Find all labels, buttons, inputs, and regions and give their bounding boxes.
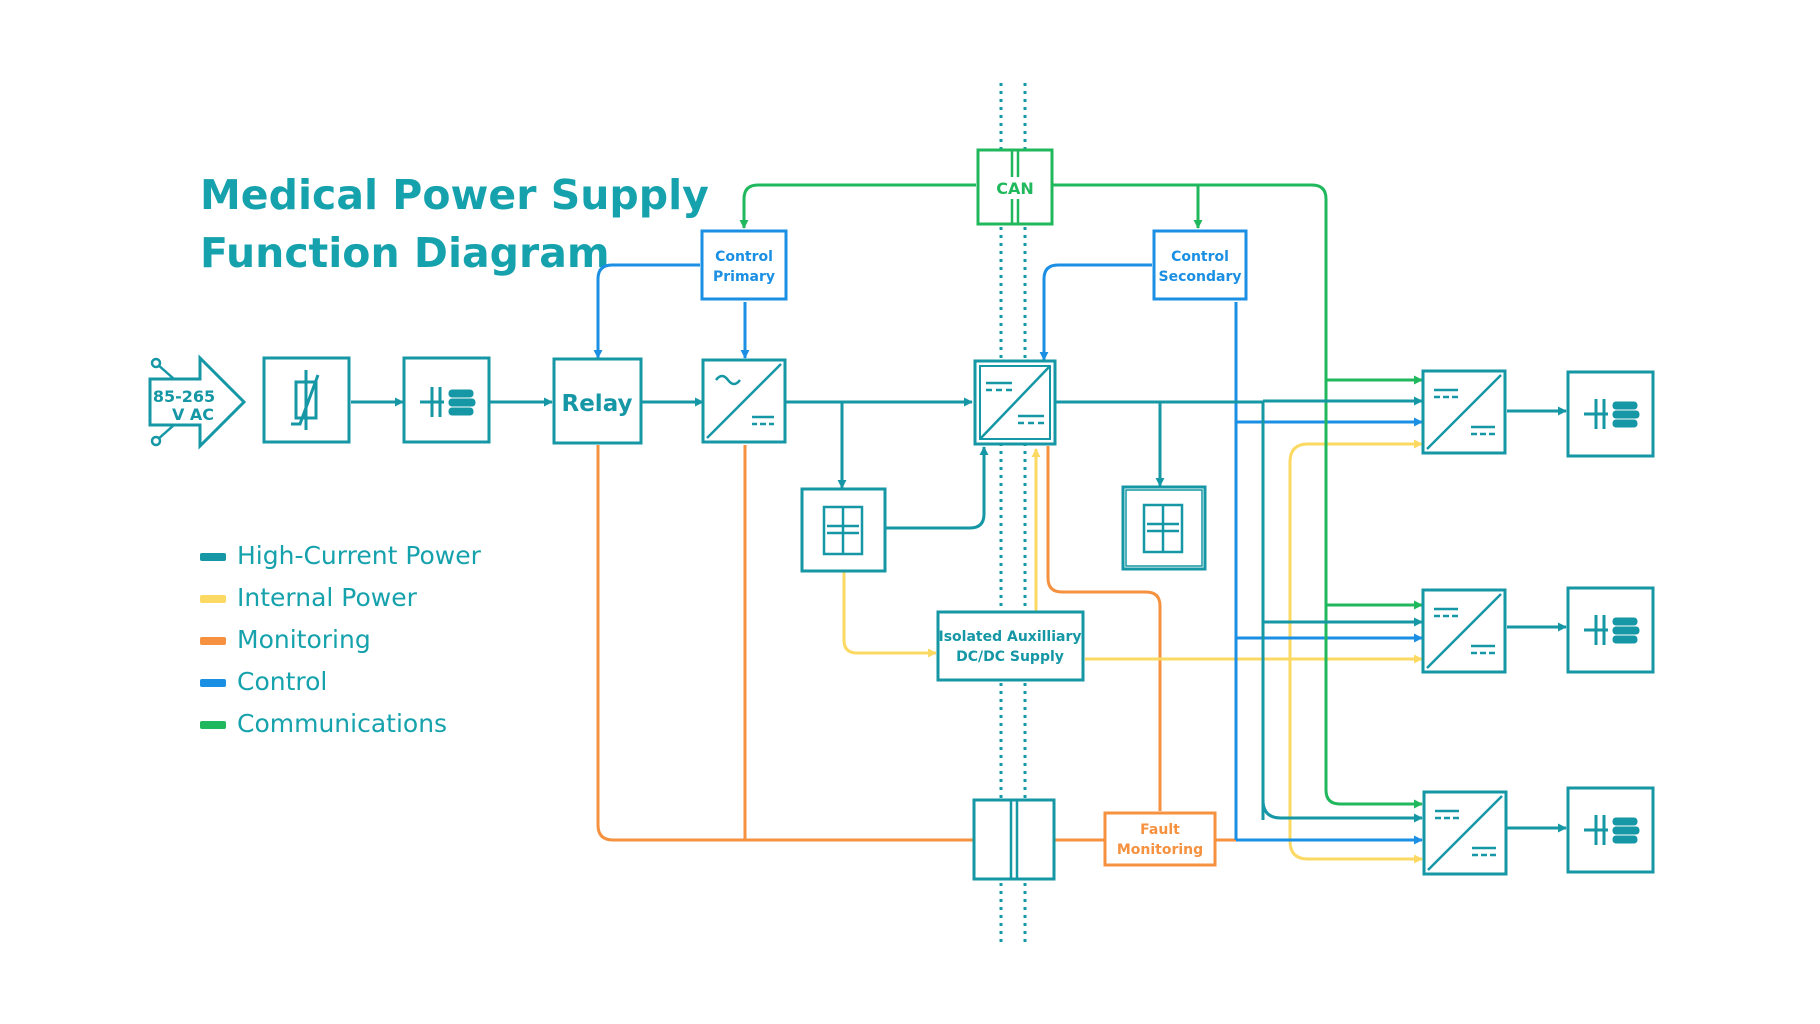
legend-swatch <box>200 595 226 603</box>
secondary-capacitor-block <box>1121 485 1207 571</box>
legend-swatch <box>200 637 226 645</box>
output-filter-1 <box>1566 370 1655 458</box>
fault-monitoring-block: Fault Monitoring <box>1103 811 1217 867</box>
ac-dc-converter-block <box>701 358 787 444</box>
input-voltage-label: 85-265 <box>153 387 215 406</box>
dc-dc-converter-icon <box>1427 795 1503 871</box>
primary-capacitor-block <box>800 487 887 573</box>
emi-filter-icon <box>420 387 476 417</box>
legend-label: High-Current Power <box>237 541 481 570</box>
output-converter-2 <box>1421 588 1507 674</box>
emi-filter-block <box>402 356 491 444</box>
aux-supply-line-1: Isolated Auxilliary <box>939 629 1082 645</box>
ac-input: 85-265 V AC <box>148 354 247 450</box>
control-primary-line-1: Control <box>715 249 773 265</box>
input-voltage-unit: V AC <box>172 405 214 424</box>
can-label: CAN <box>996 179 1034 198</box>
control-secondary-block: Control Secondary <box>1152 229 1248 301</box>
high-current-lines <box>351 396 1567 833</box>
output-filter-3 <box>1566 786 1655 874</box>
control-primary-block: Control Primary <box>700 229 788 301</box>
legend-swatch <box>200 721 226 729</box>
dc-dc-converter-icon <box>979 365 1051 440</box>
isolation-barrier-icon <box>1009 800 1019 879</box>
fault-monitoring-line-1: Fault <box>1140 822 1180 838</box>
emi-filter-icon <box>1584 615 1640 645</box>
bulk-capacitor-icon <box>827 507 859 554</box>
title-line-2: Function Diagram <box>200 229 610 277</box>
internal-power-lines <box>842 439 1423 864</box>
output-converter-3 <box>1422 790 1508 876</box>
monitoring-lines <box>596 445 1252 842</box>
relay-block: Relay <box>552 357 643 445</box>
control-primary-line-2: Primary <box>713 269 775 285</box>
relay-label: Relay <box>562 391 633 417</box>
legend-label: Control <box>237 667 328 696</box>
legend-swatch <box>200 553 226 561</box>
output-converter-1 <box>1421 369 1507 455</box>
ac-dc-converter-icon <box>706 363 782 439</box>
control-lines <box>593 263 1423 845</box>
control-secondary-line-2: Secondary <box>1159 269 1242 285</box>
can-isolator-block: CAN <box>976 148 1054 226</box>
emi-filter-icon <box>1584 815 1640 845</box>
dc-dc-converter-icon <box>1426 374 1502 450</box>
legend-label: Monitoring <box>237 625 371 654</box>
legend-swatch <box>200 679 226 687</box>
output-filter-2 <box>1566 586 1655 674</box>
aux-supply-block: Isolated Auxilliary DC/DC Supply <box>936 610 1085 682</box>
bulk-capacitor-icon <box>1147 505 1179 552</box>
emi-filter-icon <box>1584 399 1640 429</box>
dc-dc-converter-icon <box>1426 593 1502 669</box>
legend-label: Communications <box>237 709 448 738</box>
legend-label: Internal Power <box>237 583 417 612</box>
aux-supply-line-2: DC/DC Supply <box>956 649 1064 665</box>
page-title: Medical Power Supply Function Diagram <box>200 166 709 282</box>
varistor-block <box>262 356 351 444</box>
monitoring-isolator-block <box>972 798 1056 881</box>
title-line-1: Medical Power Supply <box>200 171 709 219</box>
control-secondary-line-1: Control <box>1171 249 1229 265</box>
fault-monitoring-line-2: Monitoring <box>1117 842 1203 858</box>
isolated-dc-dc-converter-block <box>973 359 1057 446</box>
communications-lines <box>739 183 1423 809</box>
varistor-icon <box>291 370 320 430</box>
